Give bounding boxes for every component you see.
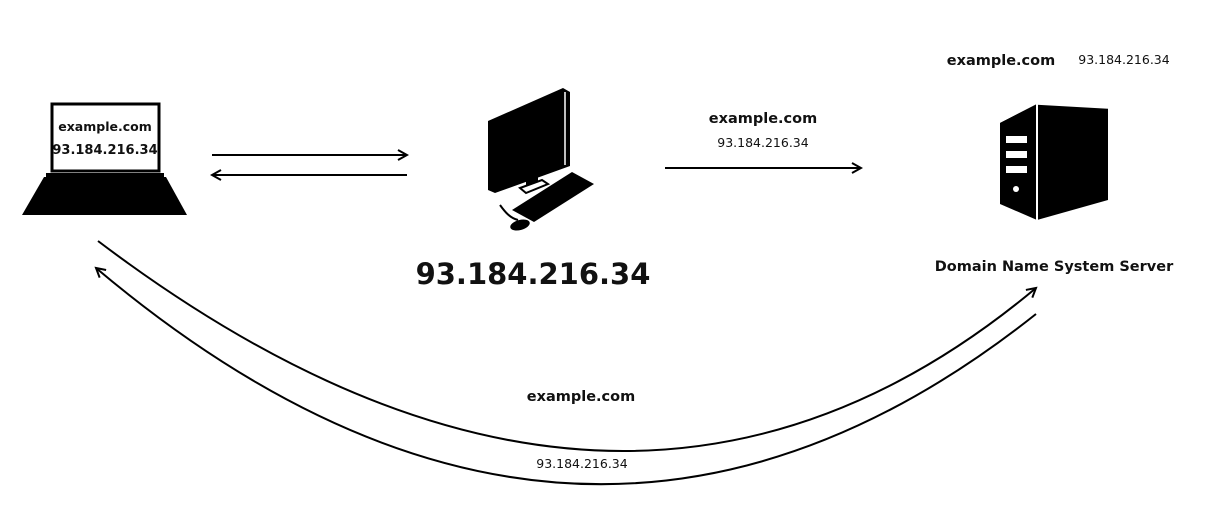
- server-drive-bay-1: [1006, 136, 1027, 143]
- server-ip-label: 93.184.216.34: [1078, 52, 1169, 67]
- server-domain-label: example.com: [947, 53, 1055, 69]
- server-name-label: Domain Name System Server: [935, 259, 1174, 275]
- server-top: [1000, 104, 1108, 125]
- desktop-computer-icon: [488, 88, 594, 231]
- server-front: [1000, 104, 1037, 220]
- monitor-body: [488, 88, 570, 193]
- laptop-base: [22, 177, 187, 215]
- mouse: [510, 219, 530, 231]
- server-tower-icon: [1000, 103, 1109, 220]
- arc-ip-label: 93.184.216.34: [536, 456, 627, 471]
- computer-ip: 93.184.216.34: [416, 257, 651, 291]
- monitor-foot: [518, 178, 551, 195]
- request-ip-label: 93.184.216.34: [717, 135, 808, 150]
- laptop-screen-domain: example.com: [58, 119, 151, 134]
- laptop-screen-ip: 93.184.216.34: [52, 143, 157, 158]
- server-to-laptop-arc: [96, 268, 1037, 486]
- laptop-to-server-arc: [97, 240, 1036, 452]
- laptop-screen: [50, 102, 161, 173]
- arc-domain-label: example.com: [527, 389, 635, 405]
- laptop-hinge: [46, 173, 164, 177]
- server-drive-bay-3: [1006, 166, 1027, 173]
- request-domain-label: example.com: [709, 111, 817, 127]
- server-side: [1037, 104, 1108, 220]
- server-power-led: [1013, 186, 1019, 192]
- server-drive-bay-2: [1006, 151, 1027, 158]
- keyboard: [512, 172, 594, 222]
- laptop-icon: [22, 102, 187, 215]
